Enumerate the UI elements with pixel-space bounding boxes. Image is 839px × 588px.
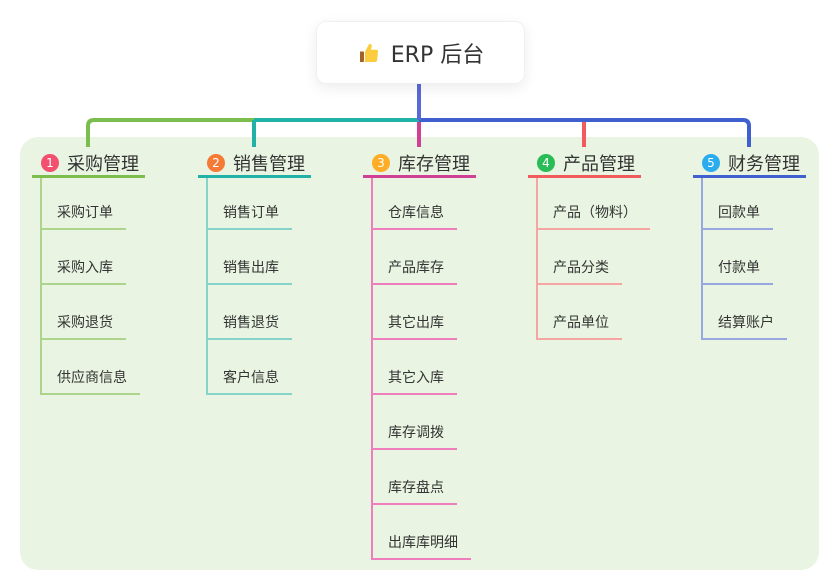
child-node[interactable]: 销售订单 [206,202,292,230]
branch-财务管理: 5 财务管理 回款单付款单结算账户 [693,150,806,340]
branch-销售管理: 2 销售管理 销售订单销售出库销售退货客户信息 [198,150,311,395]
branch-node-2[interactable]: 2 销售管理 [198,150,311,178]
child-node[interactable]: 采购订单 [40,202,126,230]
child-node[interactable]: 出库库明细 [371,532,471,560]
child-node-label: 供应商信息 [57,370,127,386]
child-node-label: 客户信息 [223,370,279,386]
child-node[interactable]: 结算账户 [701,312,787,340]
child-node[interactable]: 供应商信息 [40,367,140,395]
branch-number-badge: 3 [372,153,390,172]
thumbs-up-icon [357,41,381,65]
branch-number-badge: 5 [702,153,720,172]
child-node[interactable]: 库存调拨 [371,422,457,450]
branch-node-label: 财务管理 [728,153,800,175]
child-node[interactable]: 付款单 [701,257,773,285]
child-node[interactable]: 产品库存 [371,257,457,285]
branch-node-label: 销售管理 [233,153,305,175]
child-node[interactable]: 产品（物料） [536,202,650,230]
child-node-label: 销售订单 [223,205,279,221]
branch-number-badge: 2 [207,153,225,172]
child-node-label: 结算账户 [718,315,774,331]
branch-node-5[interactable]: 5 财务管理 [693,150,806,178]
child-node[interactable]: 销售退货 [206,312,292,340]
branch-node-label: 产品管理 [563,153,635,175]
root-node-label: ERP 后台 [390,42,485,68]
child-node-label: 库存调拨 [388,425,444,441]
branch-child-line [371,178,373,560]
child-node-label: 产品单位 [553,315,609,331]
child-node[interactable]: 产品单位 [536,312,622,340]
child-node-label: 库存盘点 [388,480,444,496]
branch-child-line [536,178,538,340]
child-node[interactable]: 仓库信息 [371,202,457,230]
branch-node-3[interactable]: 3 库存管理 [363,150,476,178]
branch-产品管理: 4 产品管理 产品（物料） 产品分类产品单位 [528,150,650,340]
child-node[interactable]: 其它入库 [371,367,457,395]
child-node-label: 回款单 [718,205,760,221]
branch-node-1[interactable]: 1 采购管理 [32,150,145,178]
child-node-label: 产品库存 [388,260,444,276]
branch-node-label: 库存管理 [398,153,470,175]
child-node-label: 仓库信息 [388,205,444,221]
child-node-label: 采购订单 [57,205,113,221]
branch-node-label: 采购管理 [67,153,139,175]
child-node-label: 采购退货 [57,315,113,331]
branch-child-line [206,178,208,395]
child-node-label: 销售出库 [223,260,279,276]
child-node[interactable]: 采购入库 [40,257,126,285]
child-node[interactable]: 库存盘点 [371,477,457,505]
child-node[interactable]: 客户信息 [206,367,292,395]
branch-采购管理: 1 采购管理 采购订单采购入库采购退货供应商信息 [32,150,145,395]
child-node[interactable]: 产品分类 [536,257,622,285]
child-node-label: 付款单 [718,260,760,276]
child-node-label: 销售退货 [223,315,279,331]
child-node-label: 出库库明细 [388,535,458,551]
child-node-label: 采购入库 [57,260,113,276]
child-node[interactable]: 销售出库 [206,257,292,285]
child-node-label: 其它出库 [388,315,444,331]
branch-库存管理: 3 库存管理 仓库信息产品库存其它出库其它入库库存调拨库存盘点出库库明细 [363,150,476,560]
child-node-label: 产品（物料） [553,205,637,221]
branch-number-badge: 1 [41,153,59,172]
child-node[interactable]: 其它出库 [371,312,457,340]
branch-child-line [701,178,703,340]
branch-node-4[interactable]: 4 产品管理 [528,150,641,178]
root-node[interactable]: ERP 后台 [316,21,525,84]
child-node-label: 其它入库 [388,370,444,386]
child-node[interactable]: 回款单 [701,202,773,230]
branches-background-panel [20,137,819,570]
branch-child-line [40,178,42,395]
child-node-label: 产品分类 [553,260,609,276]
child-node[interactable]: 采购退货 [40,312,126,340]
branch-number-badge: 4 [537,153,555,172]
